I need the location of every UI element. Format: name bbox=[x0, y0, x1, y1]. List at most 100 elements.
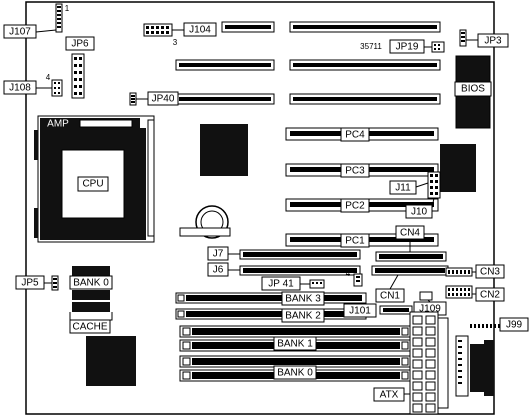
atx-label: ATX bbox=[380, 390, 399, 401]
jp40-pins bbox=[131, 95, 135, 103]
jp6-header bbox=[71, 53, 85, 99]
bios-label-box bbox=[454, 81, 492, 97]
atx-pins bbox=[412, 315, 436, 413]
cn3-pins bbox=[448, 270, 470, 274]
j107-pins bbox=[57, 6, 61, 28]
battery-clip bbox=[179, 227, 231, 237]
j99-label: J99 bbox=[506, 320, 523, 331]
jp3-label-box bbox=[477, 33, 509, 48]
j11-label-box bbox=[389, 180, 417, 195]
j11-j10-pins bbox=[430, 174, 438, 195]
j107-label: J107 bbox=[9, 27, 31, 38]
jp41-pins bbox=[312, 282, 322, 284]
bank0-label-box bbox=[273, 365, 317, 380]
jp5-pins bbox=[53, 278, 57, 288]
io-chip bbox=[440, 144, 476, 192]
bottom-left-chip bbox=[86, 336, 136, 386]
cache-label-box bbox=[69, 319, 111, 334]
j101-label: J101 bbox=[349, 306, 371, 317]
jp19-pins bbox=[434, 44, 440, 50]
j108-header bbox=[51, 79, 63, 97]
cn4-label: CN4 bbox=[400, 228, 420, 239]
j108-label: J108 bbox=[9, 83, 31, 94]
jp3-label: JP3 bbox=[484, 36, 502, 47]
cn2-label: CN2 bbox=[480, 290, 500, 301]
cn3-label-box bbox=[475, 264, 505, 279]
cpu-lever bbox=[147, 119, 155, 237]
bank1-label: BANK 1 bbox=[277, 339, 313, 350]
j108-label-box bbox=[3, 80, 37, 95]
j104-pin-label: 3 bbox=[173, 38, 178, 47]
j10-label-box bbox=[405, 204, 433, 219]
top-slots bbox=[175, 21, 441, 105]
pc1-label-box bbox=[340, 233, 370, 248]
bank2-latch bbox=[177, 310, 185, 318]
cn1-pins bbox=[375, 268, 445, 273]
pc2-label-box bbox=[340, 198, 370, 213]
small-header-4-pins bbox=[356, 276, 360, 282]
bank3-latch bbox=[177, 294, 185, 302]
cache-label: CACHE bbox=[72, 322, 107, 333]
j99-label-box bbox=[499, 317, 529, 332]
cn2-pins bbox=[448, 288, 470, 296]
j7-pins bbox=[243, 252, 357, 257]
jp3-pins bbox=[461, 32, 465, 42]
chipset-chip bbox=[200, 124, 248, 176]
j108-pin-label: 4 bbox=[46, 73, 51, 82]
bank2-pins bbox=[186, 311, 362, 317]
j7-label-box bbox=[207, 246, 229, 261]
cn1-label: CN1 bbox=[380, 291, 400, 302]
jp19-label: JP19 bbox=[396, 42, 419, 53]
amp-bar bbox=[79, 119, 133, 128]
jp6-label: JP6 bbox=[71, 39, 89, 50]
j108-pins bbox=[54, 82, 60, 94]
bank3-label: BANK 3 bbox=[285, 294, 321, 305]
cpu-side-left-top bbox=[34, 130, 38, 160]
j109-label: J109 bbox=[419, 304, 441, 315]
j7-label: J7 bbox=[213, 249, 224, 260]
pc3-label-box bbox=[340, 163, 370, 178]
bank0-left-label: BANK 0 bbox=[73, 278, 109, 289]
j6-pins bbox=[243, 268, 357, 273]
cpu-label-box bbox=[77, 176, 109, 192]
j109-header bbox=[419, 291, 433, 301]
j104-pins bbox=[146, 26, 169, 34]
jp6-pins bbox=[74, 57, 82, 95]
bios-label: BIOS bbox=[461, 84, 485, 95]
cn2-label-box bbox=[475, 287, 505, 302]
jp19-header bbox=[431, 41, 445, 53]
j104-header bbox=[143, 23, 173, 37]
j101-pins bbox=[383, 308, 409, 312]
pc4-label: PC4 bbox=[345, 130, 365, 141]
jp41-label: JP 41 bbox=[268, 279, 294, 290]
ps2-connector bbox=[470, 340, 494, 396]
jp40-label: JP40 bbox=[152, 94, 175, 105]
bank1-label-box bbox=[273, 336, 317, 351]
j107-pin-label: 1 bbox=[65, 4, 70, 13]
jp6-label-box bbox=[65, 36, 95, 51]
jp41-pin-label: 4 bbox=[346, 269, 351, 278]
amp-label: AMP bbox=[47, 119, 69, 130]
bank0-label: BANK 0 bbox=[277, 368, 313, 379]
j99-header bbox=[470, 324, 500, 328]
bank3-pins bbox=[186, 295, 362, 301]
cn2-header bbox=[445, 285, 473, 299]
bank2-label: BANK 2 bbox=[285, 311, 321, 322]
ps2-pins bbox=[458, 340, 462, 384]
bank2-label-box bbox=[281, 308, 325, 323]
pc2-label: PC2 bbox=[345, 201, 365, 212]
cpu-label: CPU bbox=[82, 179, 103, 190]
j10-label: J10 bbox=[411, 207, 428, 218]
cache-chips bbox=[72, 266, 110, 312]
j101-label-box bbox=[343, 303, 377, 318]
cn3-label: CN3 bbox=[480, 267, 500, 278]
j104-label: J104 bbox=[189, 25, 211, 36]
pc4-label-box bbox=[340, 127, 370, 142]
j11-j10-header bbox=[427, 171, 441, 199]
jp19-pins-label: 35711 bbox=[360, 42, 382, 51]
j104-label-box bbox=[183, 22, 217, 37]
jp40-label-box bbox=[147, 91, 179, 106]
atx-side bbox=[437, 317, 449, 409]
bank0-left-label-box bbox=[69, 275, 113, 290]
